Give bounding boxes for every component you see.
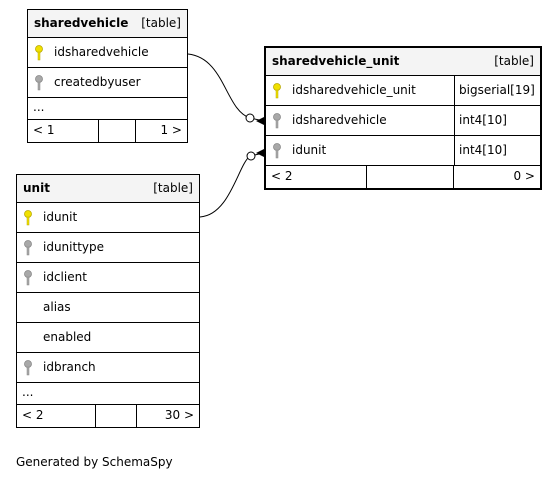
table-column-row[interactable]: idsharedvehicle <box>28 38 187 68</box>
column-name: idunittype <box>43 240 105 254</box>
table-column-row[interactable]: enabled <box>17 323 199 353</box>
edge-many-marker <box>256 116 266 126</box>
primary-key-icon <box>273 83 281 99</box>
foreign-key-icon <box>35 75 43 91</box>
table-name: sharedvehicle_unit <box>272 54 400 68</box>
nav-spacer <box>366 166 454 188</box>
column-name: idunit <box>43 210 78 224</box>
column-name: idsharedvehicle <box>292 113 387 127</box>
table-column-row[interactable]: idunittype <box>17 233 199 263</box>
column-name: idsharedvehicle <box>54 45 149 59</box>
parents-count[interactable]: < 2 <box>271 169 293 183</box>
edge-unit-to-link <box>199 152 265 218</box>
table-sharedvehicle[interactable]: sharedvehicle [table] idsharedvehicle cr… <box>27 9 188 143</box>
table-column-row[interactable]: idsharedvehicle_unit bigserial[19] <box>266 76 540 106</box>
children-count[interactable]: 0 > <box>513 169 535 183</box>
edge-sharedvehicle-to-unit-link <box>187 53 265 122</box>
table-header: sharedvehicle [table] <box>28 10 187 38</box>
table-name: unit <box>23 181 50 195</box>
column-name: alias <box>43 300 71 314</box>
column-name: idunit <box>292 143 327 157</box>
column-name: enabled <box>43 330 92 344</box>
table-column-row[interactable]: idunit <box>17 203 199 233</box>
more-columns-ellipsis: ... <box>17 383 199 405</box>
nav-spacer <box>95 405 137 427</box>
foreign-key-icon <box>24 270 32 286</box>
table-column-row[interactable]: alias <box>17 293 199 323</box>
edge-many-marker <box>256 148 266 158</box>
table-kind: [table] <box>153 181 193 195</box>
primary-key-icon <box>35 45 43 61</box>
table-nav: < 1 1 > <box>28 120 187 142</box>
edge-zero-marker <box>246 151 256 161</box>
foreign-key-icon <box>273 113 281 129</box>
parents-count[interactable]: < 1 <box>33 123 55 137</box>
table-header: unit [table] <box>17 175 199 203</box>
parents-count[interactable]: < 2 <box>22 408 44 422</box>
table-nav: < 2 30 > <box>17 405 199 427</box>
table-nav: < 2 0 > <box>266 166 540 188</box>
column-type: int4[10] <box>454 136 540 165</box>
column-name: idsharedvehicle_unit <box>292 83 416 97</box>
primary-key-icon <box>24 210 32 226</box>
edge-zero-marker <box>245 113 255 123</box>
table-column-row[interactable]: createdbyuser <box>28 68 187 98</box>
column-type: bigserial[19] <box>454 76 540 105</box>
table-column-row[interactable]: idunit int4[10] <box>266 136 540 166</box>
children-count[interactable]: 30 > <box>164 408 194 422</box>
generated-by-footer: Generated by SchemaSpy <box>16 455 173 469</box>
column-name: idclient <box>43 270 87 284</box>
column-type: int4[10] <box>454 106 540 135</box>
table-header: sharedvehicle_unit [table] <box>266 48 540 76</box>
table-column-row[interactable]: idbranch <box>17 353 199 383</box>
foreign-key-icon <box>24 360 32 376</box>
table-unit[interactable]: unit [table] idunit idunittype idclient … <box>16 174 200 428</box>
more-columns-ellipsis: ... <box>28 98 187 120</box>
nav-spacer <box>98 120 136 142</box>
column-name: idbranch <box>43 360 96 374</box>
foreign-key-icon <box>24 240 32 256</box>
table-name: sharedvehicle <box>34 16 129 30</box>
table-kind: [table] <box>494 54 534 68</box>
children-count[interactable]: 1 > <box>160 123 182 137</box>
foreign-key-icon <box>273 143 281 159</box>
table-kind: [table] <box>141 16 181 30</box>
table-column-row[interactable]: idclient <box>17 263 199 293</box>
table-sharedvehicle-unit[interactable]: sharedvehicle_unit [table] idsharedvehic… <box>264 46 542 190</box>
column-name: createdbyuser <box>54 75 141 89</box>
table-column-row[interactable]: idsharedvehicle int4[10] <box>266 106 540 136</box>
